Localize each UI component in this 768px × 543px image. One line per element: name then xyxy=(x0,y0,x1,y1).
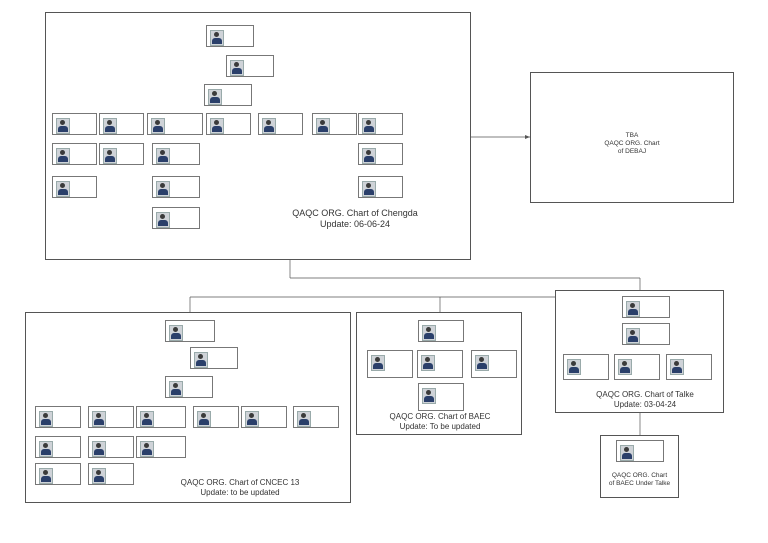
person-card xyxy=(152,143,200,165)
person-card xyxy=(293,406,339,428)
person-card xyxy=(136,436,186,458)
person-card xyxy=(52,113,97,135)
chengda-caption: QAQC ORG. Chart of Chengda Update: 06-06… xyxy=(285,208,425,230)
person-card xyxy=(358,176,403,198)
person-card xyxy=(99,113,144,135)
person-card xyxy=(367,350,413,378)
person-card xyxy=(622,323,670,345)
baec-title: QAQC ORG. Chart of BAEC xyxy=(389,412,491,421)
baec-update: Update: To be updated xyxy=(399,422,481,431)
person-card xyxy=(52,176,97,198)
person-card xyxy=(35,463,81,485)
person-card xyxy=(35,406,81,428)
baec-talke-line2: of BAEC Under Talke xyxy=(608,480,671,487)
talke-title: QAQC ORG. Chart of Talke xyxy=(596,390,694,399)
person-card xyxy=(152,207,200,229)
debaj-frame xyxy=(530,72,734,203)
chengda-frame xyxy=(45,12,471,260)
person-card xyxy=(165,376,213,398)
person-card xyxy=(88,436,134,458)
person-card xyxy=(418,383,464,411)
person-card xyxy=(312,113,357,135)
cncec-caption: QAQC ORG. Chart of CNCEC 13 Update: to b… xyxy=(170,478,310,498)
person-card xyxy=(147,113,203,135)
person-card xyxy=(418,320,464,342)
person-card xyxy=(35,436,81,458)
baec-under-talke-caption: QAQC ORG. Chart of BAEC Under Talke xyxy=(602,472,677,488)
baec-caption: QAQC ORG. Chart of BAEC Update: To be up… xyxy=(375,412,505,432)
baec-talke-line1: QAQC ORG. Chart xyxy=(611,472,668,479)
person-card xyxy=(99,143,144,165)
person-card xyxy=(358,143,403,165)
person-card xyxy=(563,354,609,380)
debaj-line3: of DEBAJ xyxy=(617,148,647,155)
person-card xyxy=(88,463,134,485)
person-card xyxy=(206,113,251,135)
person-card xyxy=(622,296,670,318)
person-card xyxy=(471,350,517,378)
chengda-title: QAQC ORG. Chart of Chengda xyxy=(292,208,418,218)
person-card xyxy=(614,354,660,380)
cncec-title: QAQC ORG. Chart of CNCEC 13 xyxy=(180,478,300,487)
person-card xyxy=(52,143,97,165)
debaj-caption: TBA QAQC ORG. Chart of DEBAJ xyxy=(590,132,674,156)
person-card xyxy=(193,406,239,428)
person-card xyxy=(258,113,303,135)
person-card xyxy=(417,350,463,378)
talke-caption: QAQC ORG. Chart of Talke Update: 03-04-2… xyxy=(580,390,710,410)
talke-update: Update: 03-04-24 xyxy=(613,400,677,409)
person-card xyxy=(88,406,134,428)
person-card xyxy=(136,406,186,428)
person-card xyxy=(206,25,254,47)
person-card xyxy=(190,347,238,369)
person-card xyxy=(204,84,252,106)
person-card xyxy=(152,176,200,198)
debaj-line2: QAQC ORG. Chart xyxy=(604,140,660,147)
person-card xyxy=(666,354,712,380)
person-card xyxy=(165,320,215,342)
person-card xyxy=(616,440,664,462)
person-card xyxy=(358,113,403,135)
person-card xyxy=(241,406,287,428)
cncec-update: Update: to be updated xyxy=(200,488,280,497)
debaj-line1: TBA xyxy=(625,132,639,139)
chengda-update: Update: 06-06-24 xyxy=(319,219,391,229)
person-card xyxy=(226,55,274,77)
